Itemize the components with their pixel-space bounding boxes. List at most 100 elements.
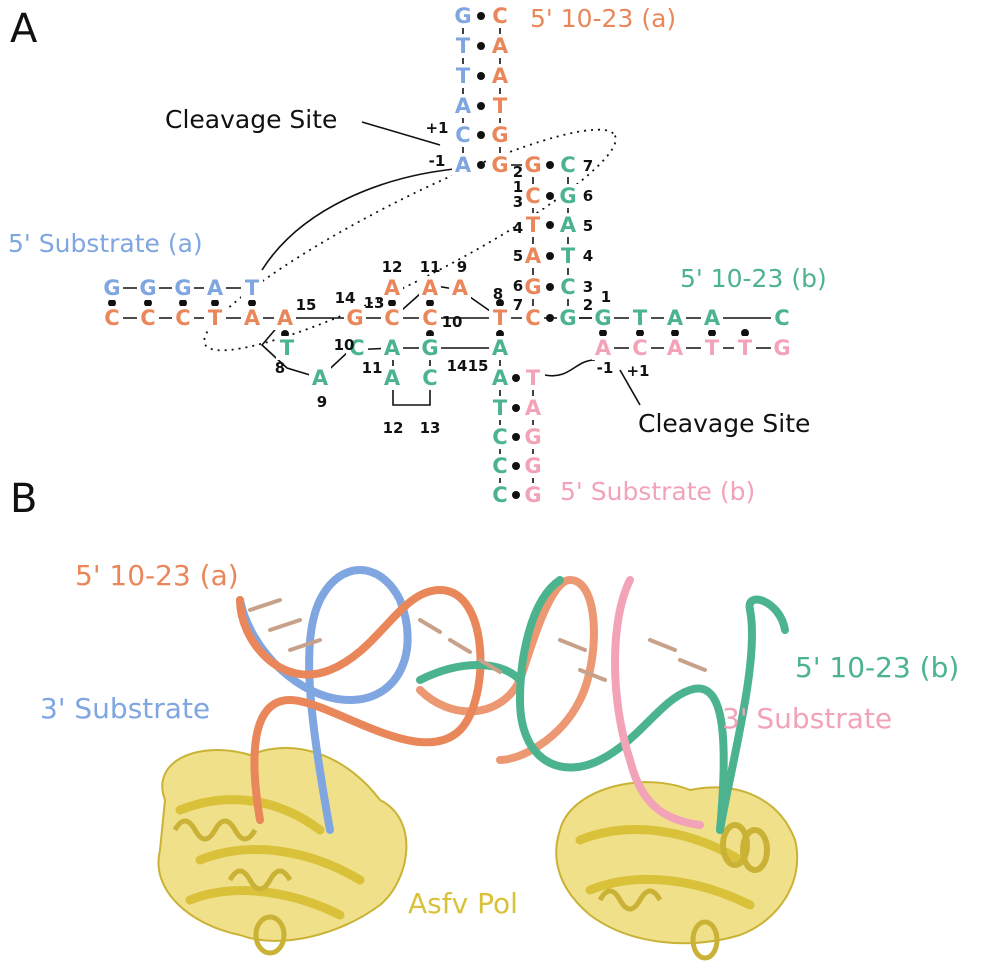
base-backdrop (557, 184, 579, 208)
label-substrate-b: 5' Substrate (b) (560, 477, 755, 506)
base-backdrop (489, 64, 511, 88)
number-b-10: 10 (334, 336, 355, 354)
number-b-12: 12 (383, 419, 404, 437)
base-enzyme-a-vertical: T (526, 213, 541, 237)
base-enzyme-b-loop: A (492, 336, 509, 360)
base-substrate-b-arm: T (705, 336, 720, 360)
base-enzyme-a-loop: A (384, 276, 401, 300)
label-b-substrate-a: 3' Substrate (40, 692, 210, 725)
number-14: 14 (335, 289, 356, 307)
base-substrate-a-stem: G (454, 4, 471, 28)
number-13: 13 (364, 294, 385, 312)
base-backdrop (419, 276, 441, 300)
base-backdrop (101, 276, 123, 300)
label-b-enzyme-a: 5' 10-23 (a) (75, 559, 239, 592)
base-enzyme-b-arm: G (594, 306, 611, 330)
base-substrate-a-stem: T (456, 34, 471, 58)
base-backdrop (522, 306, 544, 330)
base-backdrop (309, 366, 331, 390)
base-backdrop (592, 336, 614, 360)
base-backdrop (381, 366, 403, 390)
base-substrate-b-stem: T (526, 366, 541, 390)
base-backdrop (276, 336, 298, 360)
label-cleavage-site-a: Cleavage Site (165, 105, 337, 134)
base-backdrop (664, 306, 686, 330)
base-enzyme-a-core: G (346, 306, 363, 330)
base-backdrop (522, 275, 544, 299)
position-numbers: 1 2 3 4 5 6 7 8 9 10 11 12 13 14 15 7 6 … (275, 119, 650, 437)
base-backdrop (452, 64, 474, 88)
base-backdrop (771, 336, 793, 360)
number-b-7: 7 (583, 157, 593, 175)
base-backdrop (489, 454, 511, 478)
label-enzyme-b: 5' 10-23 (b) (680, 264, 827, 293)
number-b-9: 9 (317, 393, 327, 411)
base-backdrop (346, 336, 368, 360)
label-b-protein: Asfv Pol (408, 887, 518, 920)
base-backdrop (489, 4, 511, 28)
base-enzyme-a-stem: A (492, 64, 509, 88)
base-substrate-a-stem: A (455, 94, 472, 118)
base-substrate-b-arm: T (738, 336, 753, 360)
base-backdrop (522, 483, 544, 507)
label-b-substrate-b: 3' Substrate (722, 702, 892, 735)
base-enzyme-a-stem: G (491, 123, 508, 147)
base-enzyme-b-arm: T (633, 306, 648, 330)
base-enzyme-b-loop: C (422, 366, 437, 390)
base-substrate-b-stem: G (524, 425, 541, 449)
base-backdrop (629, 336, 651, 360)
base-backdrop (489, 366, 511, 390)
base-backdrop (522, 425, 544, 449)
number-b-13: 13 (420, 419, 441, 437)
base-enzyme-b-arm: C (774, 306, 789, 330)
base-enzyme-b-loop: G (421, 336, 438, 360)
number-b-15: 15 (468, 357, 489, 375)
number-2: 2 (513, 163, 523, 181)
base-substrate-b-stem: A (525, 396, 542, 420)
dna-ribbons (236, 566, 789, 834)
number-b-11: 11 (362, 359, 383, 377)
label-b-enzyme-b: 5' 10-23 (b) (795, 651, 959, 684)
number-b-14: 14 (447, 357, 468, 375)
base-enzyme-b-arm: A (704, 306, 721, 330)
label-substrate-a: 5' Substrate (a) (8, 229, 203, 258)
base-substrate-b-arm: A (595, 336, 612, 360)
base-backdrop (274, 306, 296, 330)
base-backdrop (204, 306, 226, 330)
base-enzyme-a-loop: A (422, 276, 439, 300)
base-backdrop (137, 306, 159, 330)
base-backdrop (241, 276, 263, 300)
base-backdrop (489, 123, 511, 147)
site-b-minus-one: -1 (597, 359, 614, 377)
base-substrate-a-stem: C (455, 123, 470, 147)
number-1: 1 (513, 178, 523, 196)
base-enzyme-b-vertical: C (560, 153, 575, 177)
base-enzyme-b-stem: C (492, 454, 507, 478)
number-10: 10 (442, 313, 463, 331)
base-backdrop (381, 336, 403, 360)
base-backdrop (101, 306, 123, 330)
base-backdrop (489, 336, 511, 360)
base-substrate-b-arm: G (773, 336, 790, 360)
base-substrate-a-arm: G (174, 276, 191, 300)
base-backdrop (522, 244, 544, 268)
label-enzyme-a: 5' 10-23 (a) (530, 4, 676, 33)
protein-structure-left (157, 746, 408, 956)
base-backdrop (557, 306, 579, 330)
base-backdrop (449, 276, 471, 300)
base-enzyme-b-vertical: A (560, 213, 577, 237)
base-enzyme-a-core: C (384, 306, 399, 330)
base-backdrop (522, 454, 544, 478)
base-backdrop (522, 184, 544, 208)
base-backdrop (771, 306, 793, 330)
base-substrate-a-arm: G (103, 276, 120, 300)
base-substrate-a-arm: G (139, 276, 156, 300)
base-backdrop (557, 153, 579, 177)
number-15: 15 (296, 296, 317, 314)
base-enzyme-a-stem: A (492, 34, 509, 58)
base-backdrop (664, 336, 686, 360)
base-backdrop (489, 94, 511, 118)
base-substrate-b-stem: G (524, 483, 541, 507)
